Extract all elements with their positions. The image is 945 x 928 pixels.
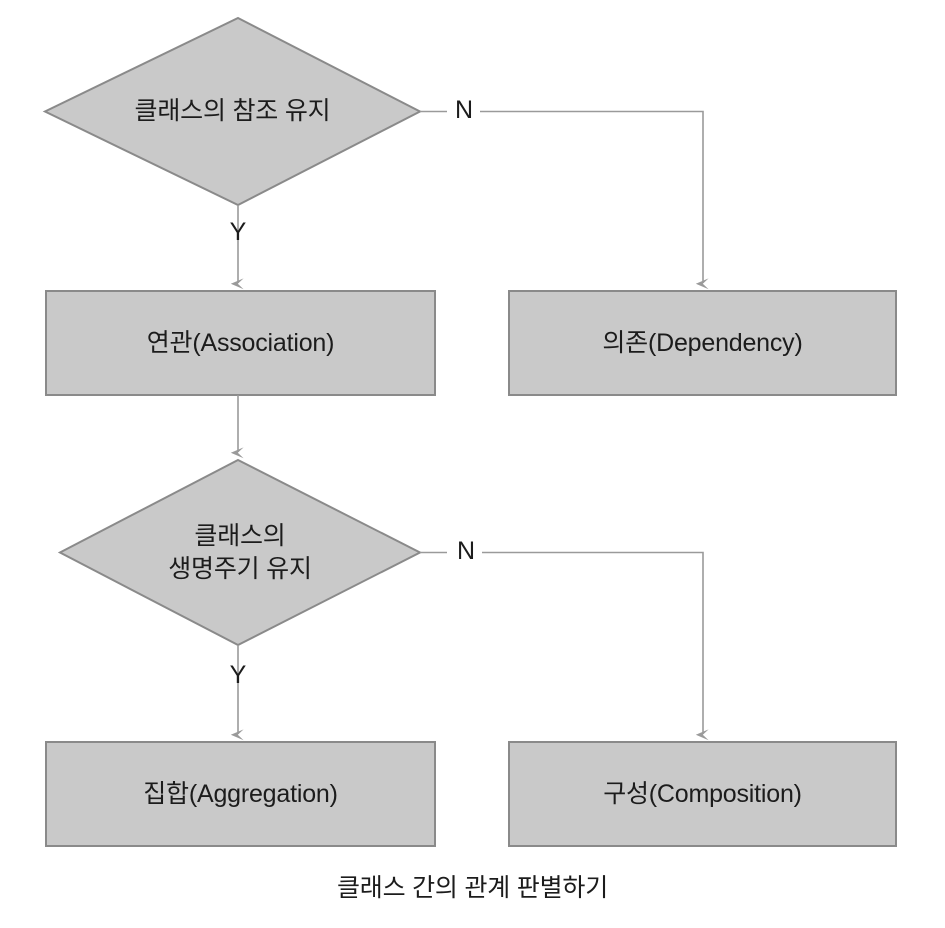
dependency-shape	[508, 290, 897, 396]
composition-shape	[508, 741, 897, 847]
association-shape	[45, 290, 436, 396]
edge-reference-no-line	[480, 110, 709, 290]
decision-reference-shape	[42, 16, 423, 207]
aggregation-shape	[45, 741, 436, 847]
decision-lifecycle-shape	[57, 458, 423, 647]
diagram-caption: 클래스 간의 관계 판별하기	[336, 874, 609, 902]
edge-lifecycle-no-line	[482, 551, 709, 741]
